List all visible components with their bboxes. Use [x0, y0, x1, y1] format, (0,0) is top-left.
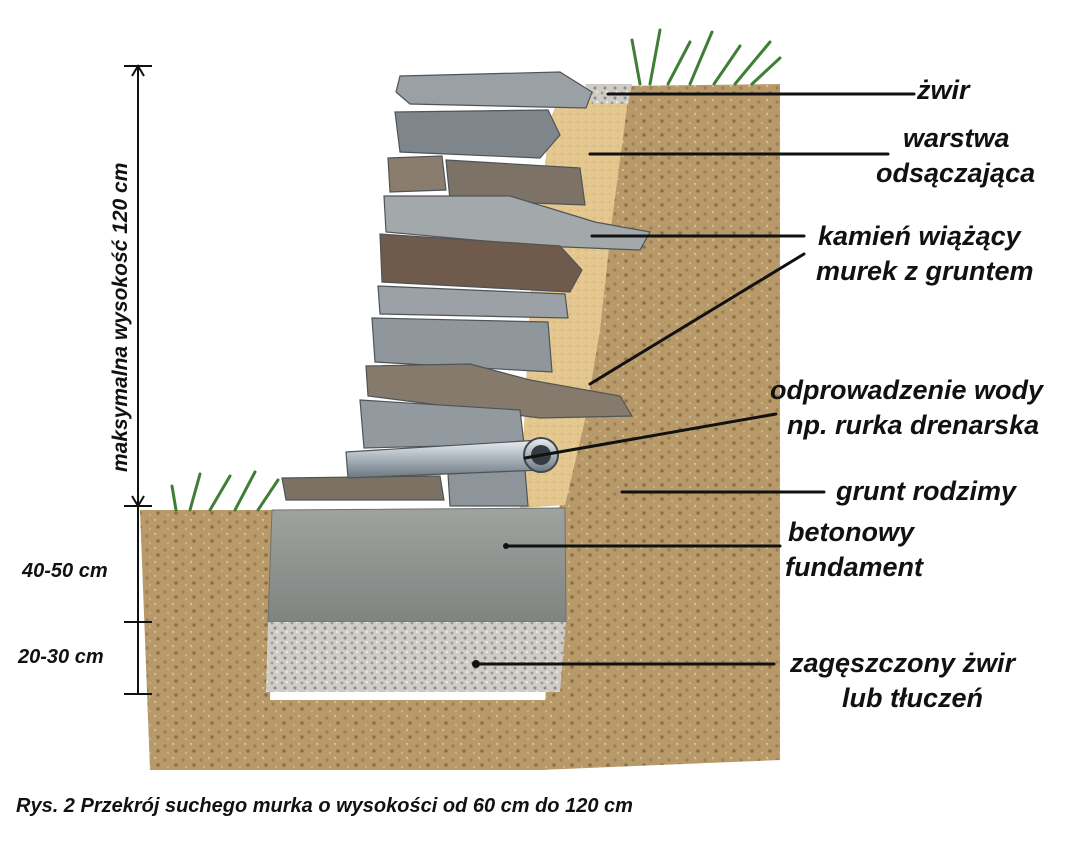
grass-tuft-left — [170, 470, 280, 512]
label-foundation-depth: 40-50 cm — [21, 560, 108, 582]
leader-lines — [474, 92, 916, 666]
label-compacted-gravel-line1: zagęszczony żwir — [789, 648, 1017, 678]
grass-tuft-top — [630, 28, 782, 86]
label-water-drain-line1: odprowadzenie wody — [770, 375, 1045, 405]
label-tie-stone-line2: murek z gruntem — [816, 256, 1034, 286]
label-foundation-line2: fundament — [785, 552, 924, 582]
label-max-height: maksymalna wysokość 120 cm — [109, 163, 132, 472]
label-native-soil: grunt rodzimy — [835, 476, 1018, 506]
wall-stones — [281, 71, 651, 507]
dimension-lines — [124, 64, 152, 695]
label-compacted-gravel-line2: lub tłuczeń — [842, 683, 983, 713]
compacted-gravel — [266, 622, 566, 692]
leader-dots — [472, 543, 509, 668]
label-water-drain-line2: np. rurka drenarska — [787, 410, 1039, 440]
label-drainage-layer-line2: odsączająca — [876, 158, 1035, 188]
label-tie-stone-line1: kamień wiążący — [818, 221, 1023, 251]
label-foundation-line1: betonowy — [788, 517, 916, 547]
concrete-foundation — [267, 507, 567, 623]
native-soil-front — [140, 510, 560, 770]
figure-caption: Rys. 2 Przekrój suchego murka o wysokośc… — [16, 795, 633, 817]
label-gravel-depth: 20-30 cm — [17, 646, 104, 668]
label-drainage-layer-line1: warstwa — [903, 123, 1010, 153]
label-gravel-top: żwir — [916, 75, 971, 105]
